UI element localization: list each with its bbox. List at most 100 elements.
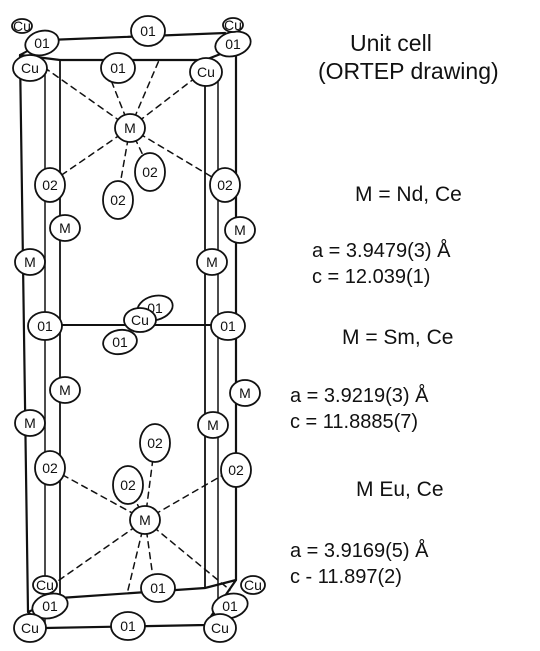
atom-o2-upper-front-label: 02 — [110, 192, 126, 208]
atom-cu-bottom-left-label: Cu — [21, 620, 39, 636]
atom-o1-mid-right: 01 — [210, 311, 246, 341]
atom-o2-upper-left-ellipse — [34, 167, 66, 203]
atom-o1-mid-left-ellipse — [27, 311, 63, 341]
atom-o2-lower-left: 02 — [34, 450, 66, 486]
atom-o1-bottom-back-label: 01 — [150, 580, 166, 596]
atom-o2-lower-center: 02 — [139, 423, 171, 463]
atom-o1-bottom-right: 01 — [211, 592, 249, 620]
atom-o1-top-back-ellipse — [130, 15, 166, 47]
atom-cu-top-left-back-ellipse — [11, 18, 33, 34]
atom-m-right-4-ellipse — [197, 411, 229, 439]
atom-cu-bottom-right: Cu — [203, 613, 237, 643]
atom-m-right-1-label: M — [234, 222, 246, 238]
atom-o1-top-front-label: 01 — [110, 60, 126, 76]
atom-o2-upper-left: 02 — [34, 167, 66, 203]
atom-o2-upper-left-label: 02 — [42, 177, 58, 193]
atom-o2-upper-center-ellipse — [134, 152, 166, 192]
bond-lower-0 — [49, 467, 146, 521]
atom-m-left-2-ellipse — [14, 248, 46, 276]
atom-cu-top-left: Cu — [12, 54, 48, 82]
atom-o2-lower-front-label: 02 — [120, 477, 136, 493]
bond-lower-4 — [44, 519, 146, 591]
atom-o1-bottom-back: 01 — [140, 573, 176, 603]
atom-o1-top-left-label: 01 — [34, 35, 50, 51]
bond-upper-5 — [129, 127, 223, 184]
edge-front-left — [18, 53, 30, 614]
atom-cu-bottom-left: Cu — [13, 613, 47, 643]
atom-o2-upper-right: 02 — [209, 167, 241, 203]
atom-o1-top-front-ellipse — [100, 52, 136, 84]
atom-o1-mid-left-label: 01 — [37, 318, 53, 334]
atom-o1-mid-right-ellipse — [210, 311, 246, 341]
atom-o2-upper-front-ellipse — [102, 180, 134, 220]
atom-o1-top-back: 01 — [130, 15, 166, 47]
atom-cu-top-right: Cu — [189, 57, 223, 87]
atom-o2-lower-right-label: 02 — [228, 462, 244, 478]
atom-o1-top-left-ellipse — [24, 29, 60, 57]
atom-cu-top-right-back-ellipse — [222, 17, 244, 33]
atom-o1-mid-front-label: 01 — [112, 334, 128, 350]
atom-o1-mid-right-label: 01 — [220, 318, 236, 334]
atom-cu-bottom-left-ellipse — [13, 613, 47, 643]
atom-o2-lower-center-label: 02 — [147, 435, 163, 451]
composition-3: M Eu, Ce — [356, 478, 444, 501]
atom-m-right-3-ellipse — [229, 379, 261, 407]
atom-o2-lower-center-ellipse — [139, 423, 171, 463]
atom-cu-mid-label: Cu — [131, 312, 149, 328]
atom-o1-top-front: 01 — [100, 52, 136, 84]
atom-cu-top-right-ellipse — [189, 57, 223, 87]
atom-o2-lower-front: 02 — [112, 465, 144, 505]
atom-m-right-2-ellipse — [196, 248, 228, 276]
atom-m-left-4-label: M — [24, 415, 36, 431]
atom-o1-bottom-left-label: 01 — [42, 598, 58, 614]
atom-o1-bottom-front-label: 01 — [120, 618, 136, 634]
atom-m-lower-ellipse — [129, 505, 161, 535]
atom-cu-top-right-back: Cu — [222, 17, 244, 33]
atom-m-lower-label: M — [139, 512, 151, 528]
atom-o1-top-right-label: 01 — [225, 36, 241, 52]
bond-lower-1 — [144, 467, 236, 521]
atom-m-right-4: M — [197, 411, 229, 439]
atom-m-right-2: M — [196, 248, 228, 276]
atom-o1-bottom-front: 01 — [110, 611, 146, 641]
atom-o1-bottom-right-label: 01 — [222, 598, 238, 614]
atom-cu-bottom-left-back-label: Cu — [36, 577, 54, 593]
atom-o1-top-back-label: 01 — [140, 23, 156, 39]
bond-upper-0 — [44, 67, 131, 129]
atom-cu-top-left-label: Cu — [21, 60, 39, 76]
atom-cu-top-left-ellipse — [12, 54, 48, 82]
atom-o2-lower-right: 02 — [220, 452, 252, 488]
composition-2: M = Sm, Ce — [342, 326, 454, 349]
atom-o2-upper-front: 02 — [102, 180, 134, 220]
atom-cu-top-right-back-label: Cu — [224, 17, 242, 33]
atom-m-left-2-label: M — [24, 254, 36, 270]
atom-m-upper-label: M — [124, 120, 136, 136]
atom-m-left-1-ellipse — [49, 214, 81, 242]
atom-o1-top-left: 01 — [24, 29, 60, 57]
atom-cu-mid-ellipse — [123, 307, 157, 333]
atom-m-left-2: M — [14, 248, 46, 276]
atom-m-right-1: M — [224, 216, 256, 244]
atom-cu-mid: Cu — [123, 307, 157, 333]
atom-o1-mid-front: 01 — [102, 328, 138, 356]
atom-m-left-4: M — [14, 409, 46, 437]
atom-o1-top-right: 01 — [214, 30, 252, 58]
atom-m-right-2-label: M — [206, 254, 218, 270]
atom-cu-bottom-right-label: Cu — [211, 620, 229, 636]
atom-cu-bottom-right-back-ellipse — [240, 575, 266, 595]
atom-cu-bottom-right-ellipse — [203, 613, 237, 643]
atom-o1-mid-front-ellipse — [102, 328, 138, 356]
lattice-a-3: a = 3.9169(5) Å — [290, 540, 429, 562]
atom-m-right-3: M — [229, 379, 261, 407]
atom-cu-top-left-back-label: Cu — [13, 18, 31, 34]
lattice-c-1: c = 12.039(1) — [312, 266, 431, 288]
atom-cu-bottom-right-back-label: Cu — [244, 577, 262, 593]
atom-cu-top-right-label: Cu — [197, 64, 215, 80]
atom-m-left-3: M — [49, 376, 81, 404]
lattice-a-2: a = 3.9219(3) Å — [290, 385, 429, 407]
atom-m-left-4-ellipse — [14, 409, 46, 437]
lattice-a-1: a = 3.9479(3) Å — [312, 240, 451, 262]
